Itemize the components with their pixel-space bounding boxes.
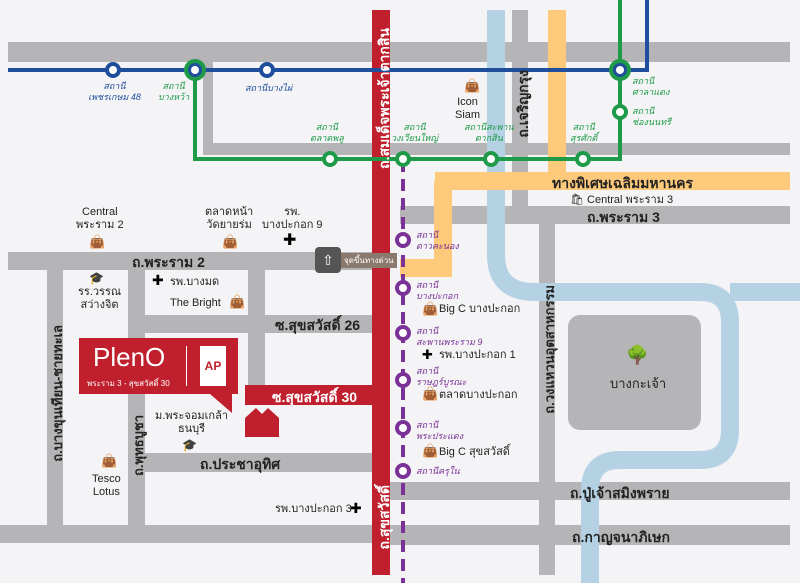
shopping-bag-icon: 👜 xyxy=(464,78,481,93)
label-bangpakok: สถานี บางปะกอก xyxy=(416,280,459,301)
label-rama9bridge: สถานี สะพานพระราม 9 xyxy=(416,326,483,347)
road-label-phutthabucha: ถ.พุทธบูชา xyxy=(131,415,146,476)
project-marker: PlenO พระราม 3 - สุขสวัสดิ์ 30 AP xyxy=(79,338,238,394)
label-ratburana: สถานี ราษฎร์บูรณะ xyxy=(416,366,467,387)
hospital-cross-icon: ✚ xyxy=(350,500,362,516)
place-central-rama3: 🛍 Central พระราม 3 xyxy=(570,194,674,206)
road-rama2 xyxy=(8,252,372,270)
station-wongwianyai xyxy=(395,151,411,167)
road-top xyxy=(8,42,790,62)
place-bigc-bangpakok: Big C บางปะกอก xyxy=(439,303,521,315)
road-label-kanchana: ถ.กาญจนาภิเษก xyxy=(572,529,670,545)
place-talat-bangpakok: ตลาดบางปะกอก xyxy=(439,389,518,401)
label-saladaeng: สถานี ศาลาแดง xyxy=(632,76,670,97)
road-label-ring: ถ.วงแหวนอุตสาหกรรม xyxy=(542,285,557,414)
place-kmutt: ม.พระจอมเกล้า ธนบุรี xyxy=(155,410,229,435)
station-bangpakok xyxy=(395,280,411,296)
project-name: PlenO xyxy=(93,342,166,372)
label-talatphlu: สถานี ตลาดพลู xyxy=(310,122,344,143)
label-wongwianyai: สถานี วงเวียนใหญ่ xyxy=(391,122,438,143)
road-label-charoenkrung: ถ.เจริญกรุง xyxy=(515,70,531,138)
road-label-rama2: ถ.พระราม 2 xyxy=(132,254,205,270)
station-surasak xyxy=(575,151,591,167)
tree-icon: 🌳 xyxy=(626,345,649,365)
station-khrunai xyxy=(395,463,411,479)
label-surasak: สถานี สุรศักดิ์ xyxy=(570,122,598,143)
place-the-bright: The Bright xyxy=(170,297,221,309)
hospital-cross-icon: ✚ xyxy=(283,232,297,249)
station-chongnonsi xyxy=(612,104,628,120)
road-bottom-left xyxy=(0,525,372,543)
road-soi26 xyxy=(145,315,372,333)
place-hosp-bangmod: รพ.บางมด xyxy=(170,276,220,288)
shopping-bag-icon: 👜 xyxy=(101,453,118,468)
graduation-cap-icon: 🎓 xyxy=(89,271,104,285)
place-bangkachao: บางกะเจ้า xyxy=(610,376,667,391)
station-phetkasem48 xyxy=(105,62,121,78)
divider xyxy=(186,346,187,386)
ap-logo: AP xyxy=(200,346,226,386)
shopping-bag-icon: 👜 xyxy=(422,386,439,401)
place-tesco: Tesco Lotus xyxy=(92,473,121,498)
bangkachao-area xyxy=(568,315,701,430)
pleno-pointer xyxy=(210,394,232,413)
shopping-bag-icon: 👜 xyxy=(222,234,239,249)
expressway-line xyxy=(400,10,790,277)
station-talatphlu xyxy=(322,151,338,167)
soi30-road xyxy=(245,385,372,405)
road-label-expressway: ทางพิเศษเฉลิมมหานคร xyxy=(552,175,693,191)
label-phrapradaeng: สถานี พระประแดง xyxy=(416,420,464,441)
road-label-pracha-uthit: ถ.ประชาอุทิศ xyxy=(200,456,281,472)
house-icon xyxy=(245,408,279,437)
station-ratburana xyxy=(395,372,411,388)
road-label-pu-chao: ถ.ปู่เจ้าสมิงพราย xyxy=(570,485,670,501)
road-bangkhunthian xyxy=(47,270,63,525)
label-chongnonsi: สถานี ช่องนนทรี xyxy=(632,106,671,127)
shopping-bag-icon: 👜 xyxy=(422,443,439,458)
station-rama9bridge xyxy=(395,325,411,341)
place-hosp3: รพ.บางปะกอก 3 xyxy=(275,503,352,515)
label-phetkasem48: สถานี เพชรเกษม 48 xyxy=(88,81,141,102)
place-iconsiam: Icon Siam xyxy=(455,96,481,121)
bts-blue-line xyxy=(8,0,649,72)
road-loop xyxy=(203,62,213,155)
label-khrunai: สถานีครุใน xyxy=(416,466,460,476)
road-label-rama3: ถ.พระราม 3 xyxy=(587,209,660,225)
place-hosp1: รพ.บางปะกอก 1 xyxy=(439,349,516,361)
road-label-suksawat: ถ.สุขสวัสดิ์ xyxy=(376,485,392,550)
expressway-entrance-label: จุดขึ้นทางด่วน xyxy=(341,253,397,268)
station-phrapradaeng xyxy=(395,420,411,436)
shopping-bag-icon: 👜 xyxy=(422,301,439,316)
expressway-icon: ⇧ xyxy=(315,247,341,273)
place-central-rama2: Central พระราม 2 xyxy=(76,206,124,231)
station-daokhanong xyxy=(395,232,411,248)
place-bigc-suksawat: Big C สุขสวัสดิ์ xyxy=(439,446,510,458)
road-label-taksin: ถ.สมเด็จพระเจ้าตากสิน xyxy=(376,28,392,169)
road-label-bangkhunthian: ถ.บางขุนเทียน-ชายทะเล xyxy=(50,325,65,462)
label-bangphai: สถานีบางไผ่ xyxy=(245,83,293,93)
station-saphantaksin xyxy=(483,151,499,167)
shopping-bag-icon: 👜 xyxy=(229,294,246,309)
label-daokhanong: สถานี ดาวคะนอง xyxy=(416,230,459,251)
label-bangwa: สถานี บางหว้า xyxy=(158,81,190,102)
road-pracha-uthit xyxy=(145,453,372,472)
station-bangphai xyxy=(259,62,275,78)
hospital-cross-icon: ✚ xyxy=(422,347,433,362)
place-school: รร.วรรณ สว่างจิต xyxy=(78,286,122,311)
road-label-soi26: ซ.สุขสวัสดิ์ 26 xyxy=(275,317,361,333)
shopping-bag-icon: 👜 xyxy=(89,234,106,249)
hospital-cross-icon: ✚ xyxy=(152,272,164,288)
project-subtitle: พระราม 3 - สุขสวัสดิ์ 30 xyxy=(87,379,170,388)
place-hosp9: รพ. บางปะกอก 9 xyxy=(262,206,323,231)
graduation-cap-icon: 🎓 xyxy=(182,438,197,452)
taksin-road xyxy=(372,10,390,575)
place-talat-wat: ตลาดหน้า วัดยายร่ม xyxy=(205,206,254,231)
road-phutthabucha xyxy=(128,270,145,525)
label-saphantaksin: สถานีสะพาน ตากสิน xyxy=(464,122,514,143)
river xyxy=(487,10,739,583)
road-label-soi30: ซ.สุขสวัสดิ์ 30 xyxy=(272,389,358,405)
